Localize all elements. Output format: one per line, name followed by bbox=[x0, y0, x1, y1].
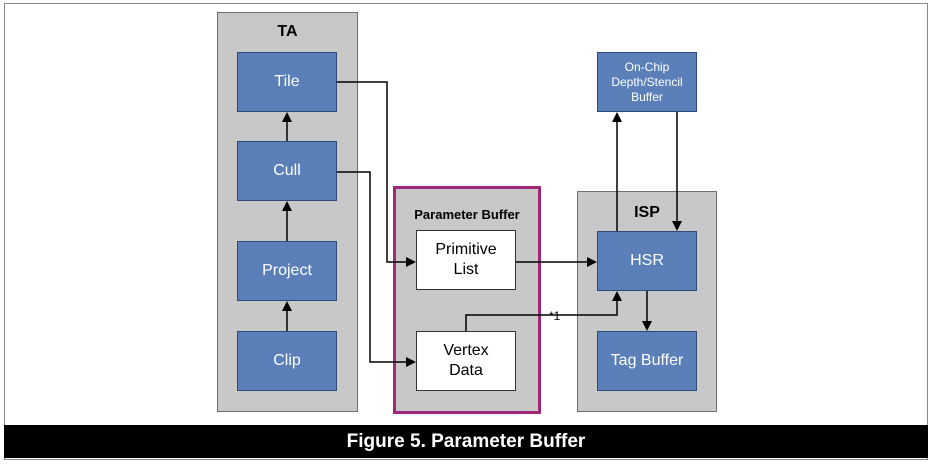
hsr-box: HSR bbox=[597, 231, 697, 291]
isp-title: ISP bbox=[634, 204, 660, 221]
tag-buffer-box: Tag Buffer bbox=[597, 331, 697, 391]
figure-frame bbox=[4, 3, 928, 460]
note-label: *1 bbox=[549, 309, 561, 323]
primitive-list-box: Primitive List bbox=[416, 230, 516, 290]
parameter-buffer-title: Parameter Buffer bbox=[414, 207, 520, 222]
depth-stencil-buffer-box: On-Chip Depth/Stencil Buffer bbox=[597, 52, 697, 112]
clip-box: Clip bbox=[237, 331, 337, 391]
vertex-data-box: Vertex Data bbox=[416, 331, 516, 391]
cull-box: Cull bbox=[237, 141, 337, 201]
tile-box: Tile bbox=[237, 52, 337, 112]
arrow-cull-to-vertex-data bbox=[337, 171, 416, 367]
arrow-tile-to-primitive-list bbox=[337, 81, 416, 267]
project-box: Project bbox=[237, 241, 337, 301]
arrow-vertex-data-to-hsr bbox=[465, 291, 622, 331]
ta-title: TA bbox=[277, 23, 298, 40]
figure-caption: Figure 5. Parameter Buffer bbox=[4, 425, 928, 458]
